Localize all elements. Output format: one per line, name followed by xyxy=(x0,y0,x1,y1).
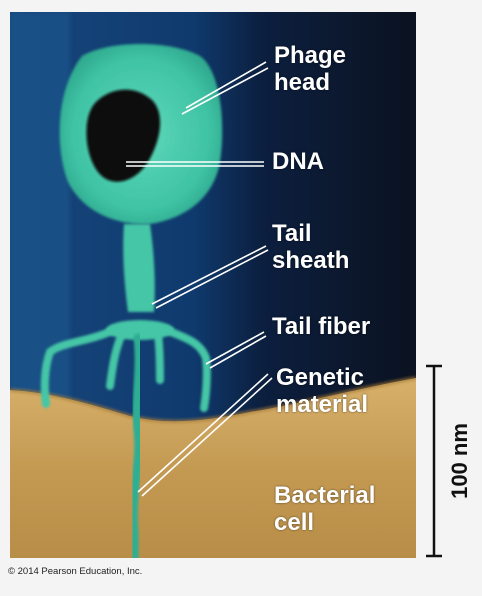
label-dna: DNA xyxy=(272,148,324,175)
pointer-lines xyxy=(126,61,273,497)
label-phage-head: Phage head xyxy=(274,42,346,96)
genetic-material-strand xyxy=(128,333,144,558)
label-bacterial-cell-line2: cell xyxy=(274,509,315,536)
label-bacterial-cell: Bacterial cell xyxy=(274,482,375,536)
label-tail-sheath-line2: sheath xyxy=(272,247,350,274)
label-genetic-material-line2: material xyxy=(276,391,369,418)
bacterial-cell-shape xyxy=(10,378,416,558)
copyright-notice: © 2014 Pearson Education, Inc. xyxy=(8,566,143,577)
label-genetic-material: Genetic material xyxy=(276,364,368,418)
bacterial-cell-membrane xyxy=(10,376,416,424)
label-tail-sheath-line1: Tail xyxy=(272,220,312,247)
label-bacterial-cell-line1: Bacterial xyxy=(274,482,376,509)
left-blue-haze xyxy=(10,12,70,402)
label-tail-sheath: Tail sheath xyxy=(272,220,349,274)
micrograph-image xyxy=(10,12,416,558)
scale-bar xyxy=(426,364,442,558)
label-tail-fiber: Tail fiber xyxy=(272,313,371,340)
scale-bar-label: 100 nm xyxy=(447,423,472,499)
label-phage-head-line2: head xyxy=(274,69,331,96)
tail-fibers xyxy=(40,326,211,412)
dna-core-shape xyxy=(86,89,161,182)
label-phage-head-line1: Phage xyxy=(274,42,347,69)
label-genetic-material-line1: Genetic xyxy=(276,364,365,391)
tail-sheath-shape xyxy=(123,224,155,312)
